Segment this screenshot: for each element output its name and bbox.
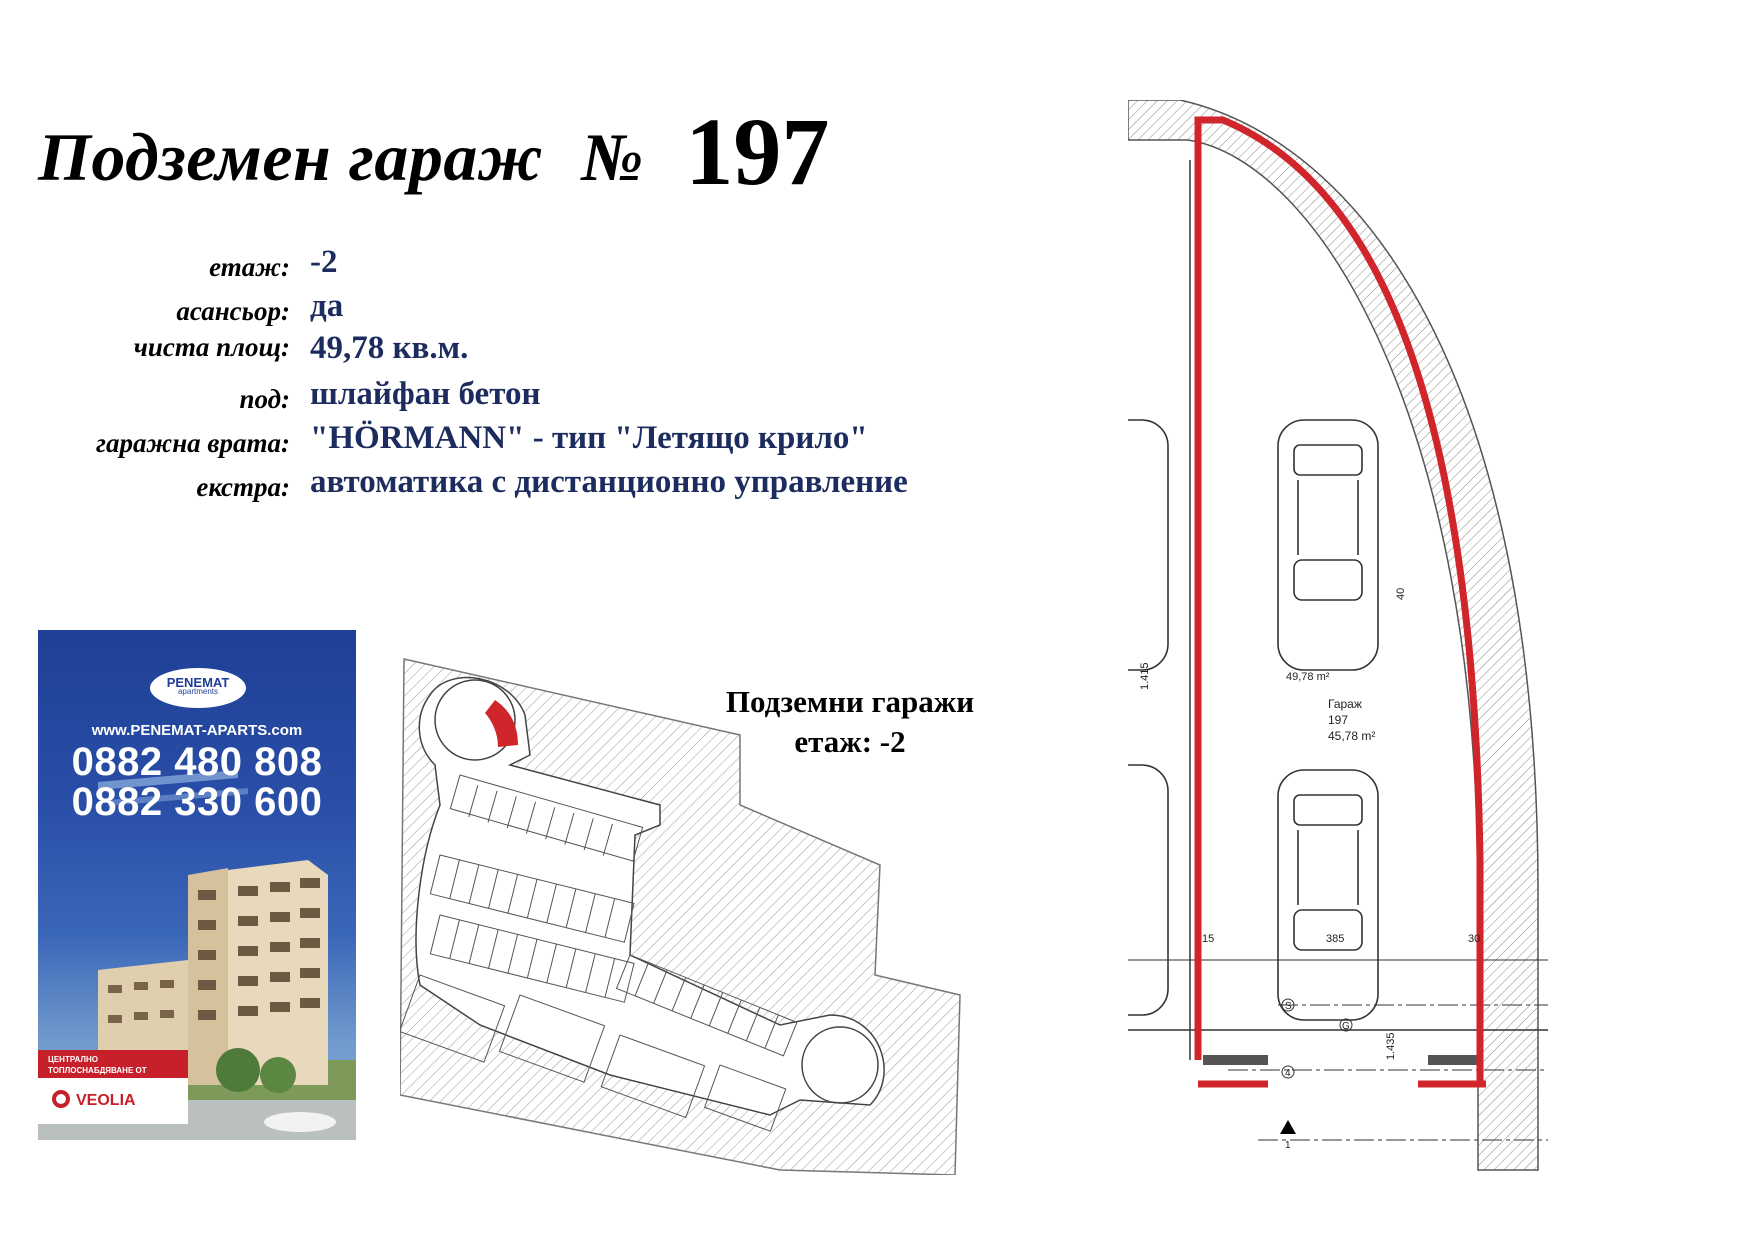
heating-line-1: ЦЕНТРАЛНО — [48, 1055, 98, 1064]
dimension-40: 40 — [1395, 588, 1407, 600]
garage-detail-plan: 49,78 m² Гараж 197 45,78 m² 15 385 30 1.… — [1128, 100, 1548, 1171]
axis-s-label: S — [1285, 1001, 1292, 1012]
penemat-logo: PENEMAT apartments — [150, 668, 246, 708]
door-jamb-right — [1428, 1055, 1483, 1065]
veolia-text: VEOLIA — [76, 1092, 136, 1109]
width-dimension: 385 — [1326, 933, 1344, 945]
arrow-label: 1 — [1285, 1140, 1291, 1151]
curved-outer-wall — [1128, 100, 1539, 1171]
spec-label: гаражна врата: — [96, 428, 290, 458]
spec-value: "HÖRMANN" - тип "Летящо крило" — [310, 420, 868, 456]
spec-value: -2 — [310, 244, 338, 280]
spec-garage-door: гаражна врата: "HÖRMANN" - тип "Летящо к… — [0, 420, 868, 472]
spec-extra: екстра: автоматика с дистанционно управл… — [0, 464, 907, 516]
logo-subtext: apartments — [177, 687, 219, 696]
garage-boundary-highlight — [1194, 116, 1484, 1085]
ramp-bottom — [801, 1026, 879, 1104]
spec-area: чиста площ: 49,78 кв.м. — [0, 330, 469, 384]
spec-label: под: — [239, 384, 290, 414]
left-dimension-top: 1.415 — [1139, 662, 1151, 690]
floor-plan-caption-line-1: Подземни гаражи — [725, 684, 975, 719]
right-dimension: 30 — [1468, 933, 1480, 945]
spec-label: асансьор: — [176, 296, 290, 326]
veolia-logo: VEOLIA — [38, 1078, 188, 1124]
left-dimension-bottom: 1.435 — [1385, 1032, 1397, 1060]
title-number: 197 — [685, 98, 830, 205]
heating-line-2: ТОПЛОСНАБДЯВАНЕ ОТ — [48, 1066, 147, 1075]
axis-4-label: 4 — [1285, 1068, 1291, 1079]
spec-elevator: асансьор: да — [0, 288, 343, 340]
car-bottom — [1277, 769, 1379, 1021]
poster-phone-1: 0882 480 808 — [71, 740, 323, 784]
detail-plan-labels: 49,78 m² Гараж 197 45,78 m² 15 385 30 1.… — [1139, 588, 1480, 1060]
room-number-label: 197 — [1328, 713, 1348, 727]
veolia-mark-icon — [52, 1090, 70, 1108]
floor-plan-caption: Подземни гаражи етаж: -2 — [690, 682, 1010, 762]
title-number-sign: № — [581, 119, 644, 195]
garage-building-outline — [415, 676, 885, 1116]
parking-rows — [400, 774, 798, 1132]
spec-label: чиста площ: — [133, 332, 290, 362]
floor-plan-caption-line-2: етаж: -2 — [794, 724, 906, 759]
advertising-poster: PENEMAT apartments www.PENEMAT-APARTS.co… — [38, 630, 356, 1140]
net-area-label: 49,78 m² — [1286, 671, 1330, 683]
spec-floor: етаж: -2 — [0, 244, 337, 296]
spec-label: етаж: — [209, 252, 290, 282]
neighbor-car-edges — [1128, 419, 1169, 1016]
wall-dimension: 15 — [1202, 933, 1214, 945]
poster-phone-2: 0882 330 600 — [71, 780, 323, 824]
spec-value: шлайфан бетон — [310, 376, 541, 412]
spec-label: екстра: — [196, 472, 290, 502]
door-jamb-left — [1203, 1055, 1268, 1065]
car-top — [1277, 419, 1379, 671]
axis-markers: S G 4 1 — [1280, 998, 1353, 1151]
axis-g-label: G — [1342, 1021, 1350, 1032]
spec-value: автоматика с дистанционно управление — [310, 464, 908, 500]
poster-website: www.PENEMAT-APARTS.com — [91, 722, 303, 739]
veolia-banner: ЦЕНТРАЛНО ТОПЛОСНАБДЯВАНЕ ОТ VEOLIA — [38, 1050, 188, 1124]
page-title: Подземен гараж № 197 — [38, 92, 830, 205]
logo-text: PENEMAT — [166, 675, 230, 690]
overall-floor-plan — [400, 658, 961, 1175]
spec-value: да — [310, 288, 344, 324]
highlighted-garage-197 — [485, 700, 518, 747]
title-text: Подземен гараж — [38, 119, 544, 195]
ramp-top — [434, 679, 516, 761]
spec-value: 49,78 кв.м. — [310, 330, 469, 366]
room-name-label: Гараж — [1328, 697, 1362, 711]
room-area-label: 45,78 m² — [1328, 729, 1375, 743]
spec-floor-type: под: шлайфан бетон — [0, 376, 540, 428]
heating-text: ЦЕНТРАЛНО ТОПЛОСНАБДЯВАНЕ ОТ — [48, 1054, 147, 1076]
